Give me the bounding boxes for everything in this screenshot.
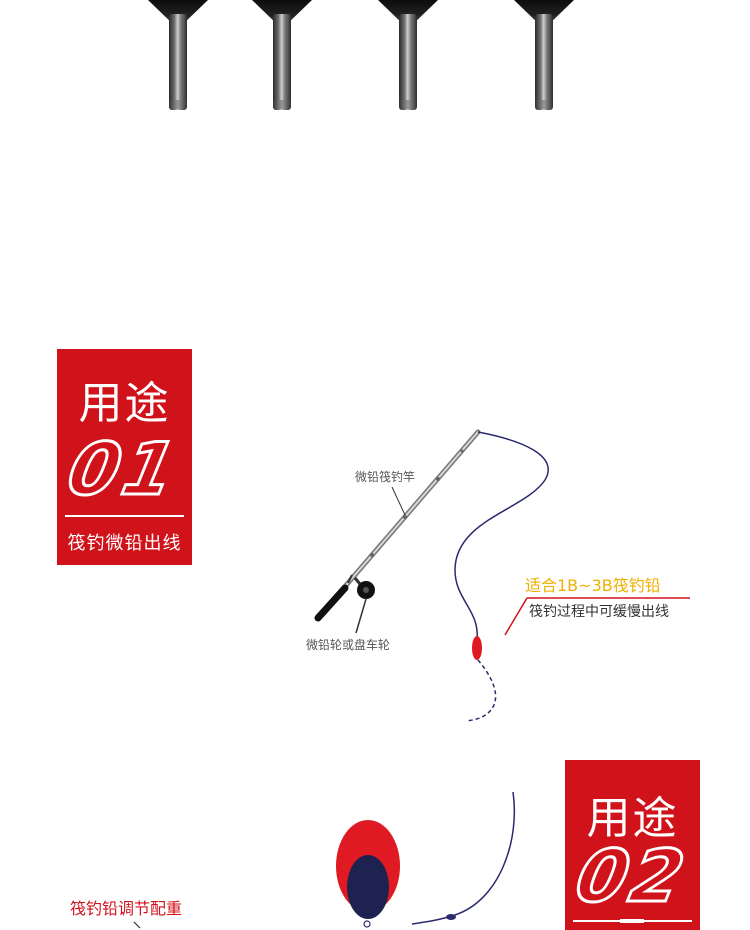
line-curve-2: [411, 791, 516, 925]
usage-02-card: 用途 02: [565, 760, 700, 930]
dashed-line: [465, 659, 497, 722]
usage-01-divider: [65, 515, 184, 517]
weight-pin-4: [514, 0, 574, 115]
fit-weight-label: 适合1B~3B筏钓铅: [525, 576, 661, 595]
usage-01-subtitle: 筏钓微铅出线: [67, 533, 182, 554]
float-icon: [472, 636, 482, 660]
fishing-rod-icon: [314, 429, 481, 622]
rod-label: 微铅筏钓竿: [355, 470, 416, 484]
usage-01-title: 用途: [78, 378, 171, 429]
usage-01-card: 用途 01 筏钓微铅出线: [57, 349, 192, 565]
weight-pin-3: [378, 0, 438, 115]
fishing-line: [454, 431, 549, 641]
label-pointer: [504, 597, 528, 636]
adjust-weight-label: 筏钓铅调节配重: [70, 899, 183, 918]
rod-pointer: [391, 486, 406, 516]
usage-02-title: 用途: [586, 793, 679, 844]
slow-line-label: 筏钓过程中可缓慢出线: [529, 604, 669, 620]
reel-label: 微铅轮或盘车轮: [306, 638, 391, 652]
usage-02-divider-accent: [620, 919, 644, 923]
weight-pin-2: [252, 0, 312, 115]
swivel-icon: [363, 920, 371, 928]
usage-02-number: 02: [568, 833, 697, 920]
reel-pointer: [355, 598, 367, 634]
line-knot: [446, 914, 456, 920]
float-weight-icon: [347, 855, 389, 919]
reel-icon: [347, 574, 375, 599]
adjust-pointer: [133, 921, 141, 929]
weight-pin-1: [148, 0, 208, 115]
